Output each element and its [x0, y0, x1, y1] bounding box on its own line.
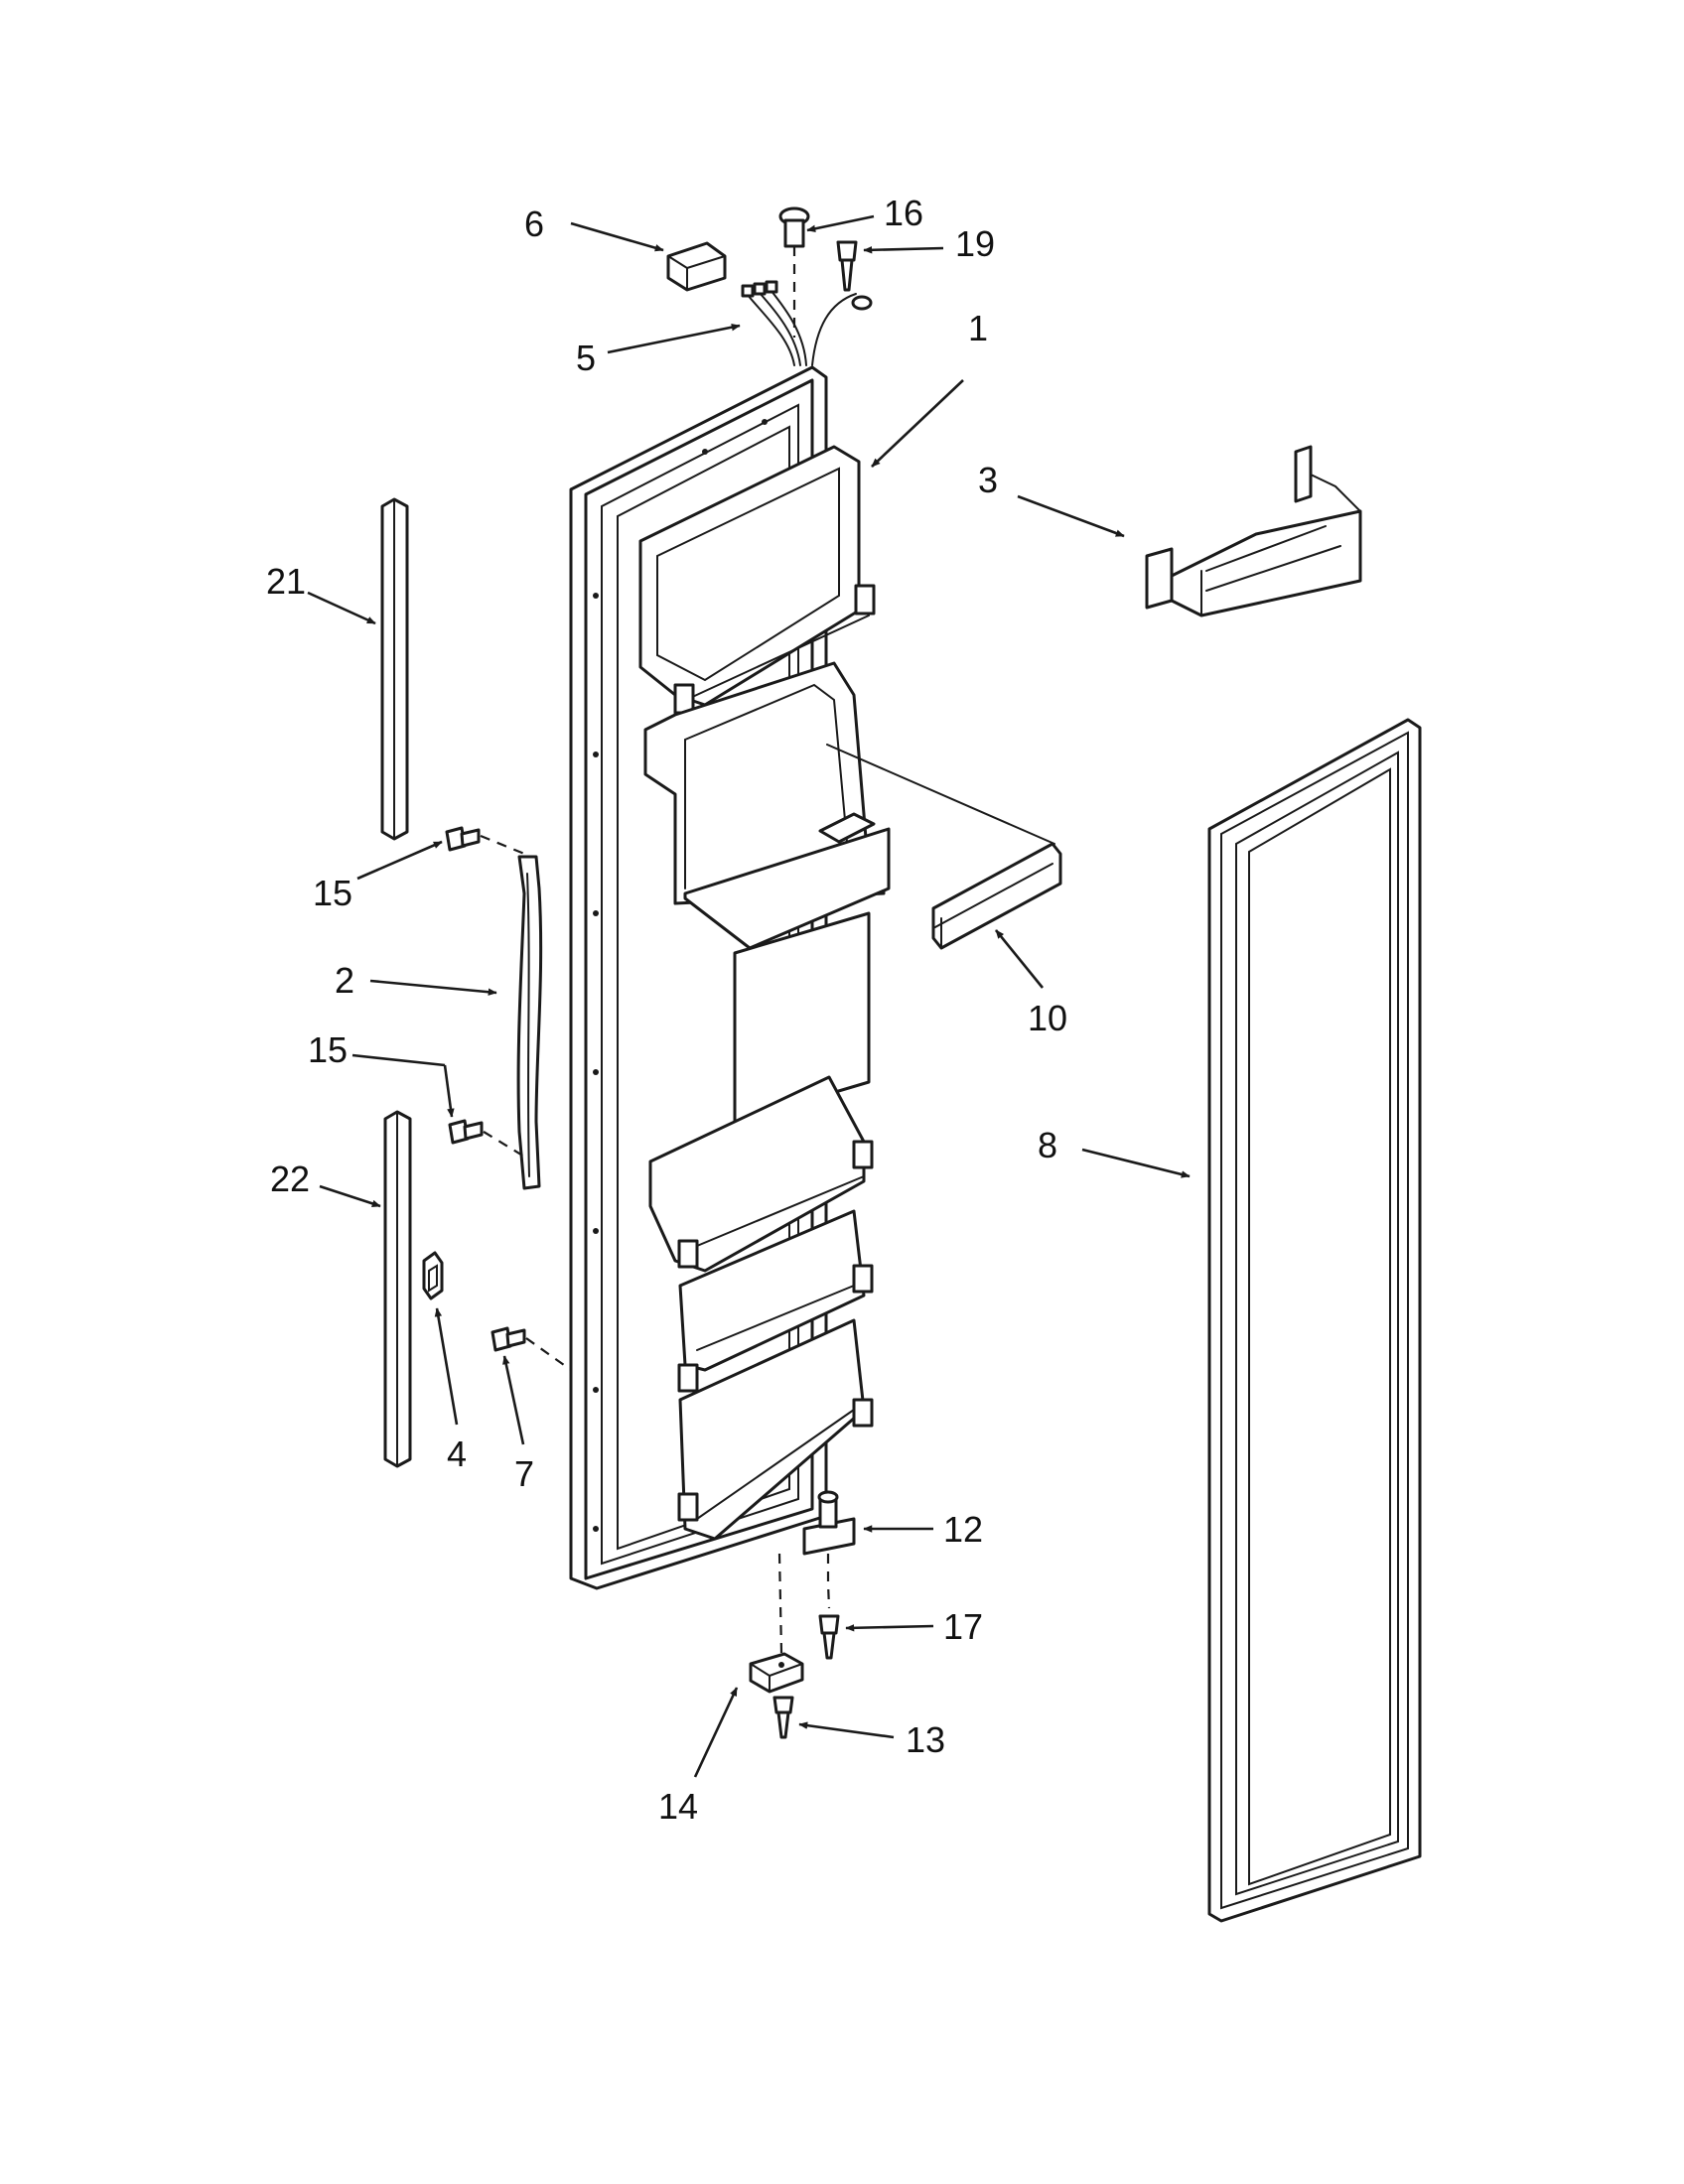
- leader-15-upper: [356, 840, 443, 881]
- plug-16: [778, 206, 810, 248]
- door-bin-lower: [677, 1209, 874, 1393]
- callout-19: 19: [955, 223, 995, 264]
- callout-17: 17: [943, 1606, 983, 1647]
- hinge-pin-12: [802, 1490, 856, 1556]
- dispenser-housing: [643, 661, 891, 1124]
- screw-7: [491, 1326, 526, 1352]
- callout-12: 12: [943, 1509, 983, 1550]
- handle-2: [516, 855, 543, 1190]
- connector-6: [666, 241, 727, 292]
- leader-15-lower: [351, 1053, 446, 1067]
- callout-7: 7: [514, 1453, 534, 1494]
- callout-16: 16: [884, 193, 923, 233]
- callout-1: 1: [968, 308, 988, 348]
- gasket-8: [1207, 718, 1422, 1923]
- door-cap-3: [1145, 445, 1362, 617]
- leader-4: [434, 1307, 459, 1426]
- leader-lines: [307, 214, 1191, 1778]
- callout-15-lower: 15: [308, 1029, 348, 1070]
- callout-13: 13: [906, 1719, 945, 1760]
- door-bin-upper: [638, 445, 876, 715]
- callout-10: 10: [1028, 998, 1067, 1038]
- leader-10: [994, 929, 1045, 989]
- door-bin-middle: [648, 1075, 874, 1273]
- screw-13: [772, 1696, 794, 1739]
- screw-17: [818, 1614, 840, 1660]
- strip-22: [383, 1110, 412, 1468]
- callout-6: 6: [524, 204, 544, 244]
- screw-15-lower: [448, 1119, 484, 1145]
- leader-7: [502, 1355, 525, 1445]
- callout-5: 5: [576, 338, 596, 378]
- leader-1: [871, 379, 964, 468]
- leader-6: [570, 221, 664, 252]
- leader-8: [1081, 1148, 1191, 1178]
- callout-22: 22: [270, 1159, 310, 1199]
- callout-2: 2: [335, 960, 354, 1001]
- callout-21: 21: [266, 561, 306, 602]
- leader-17: [845, 1624, 934, 1632]
- callout-labels: 1 2 3 4 5 6 7 8 10 12 13 14 15 15 16 17 …: [266, 193, 1067, 1827]
- hinge-bracket-14: [749, 1652, 804, 1694]
- freezer-door: [569, 365, 891, 1590]
- callout-8: 8: [1038, 1125, 1057, 1165]
- leader-14: [693, 1687, 739, 1778]
- strip-21: [380, 497, 409, 841]
- screw-15-upper: [445, 826, 481, 852]
- leader-5: [607, 323, 741, 354]
- callout-3: 3: [978, 460, 998, 500]
- door-bin-bottom: [677, 1318, 874, 1541]
- door-screw-holes: [593, 419, 768, 1532]
- callout-4: 4: [447, 1433, 467, 1474]
- leader-15-lower-tail: [443, 1064, 455, 1118]
- wire-harness: [741, 280, 873, 366]
- leader-16: [806, 214, 875, 232]
- leader-2: [369, 979, 497, 996]
- clip-4: [422, 1251, 444, 1300]
- screw-19: [836, 240, 858, 292]
- callout-15-upper: 15: [313, 873, 352, 913]
- leader-22: [319, 1184, 381, 1208]
- leader-21: [307, 591, 376, 625]
- callout-14: 14: [658, 1786, 698, 1827]
- leader-19: [863, 246, 944, 254]
- leader-3: [1017, 494, 1125, 538]
- leader-13: [798, 1721, 895, 1739]
